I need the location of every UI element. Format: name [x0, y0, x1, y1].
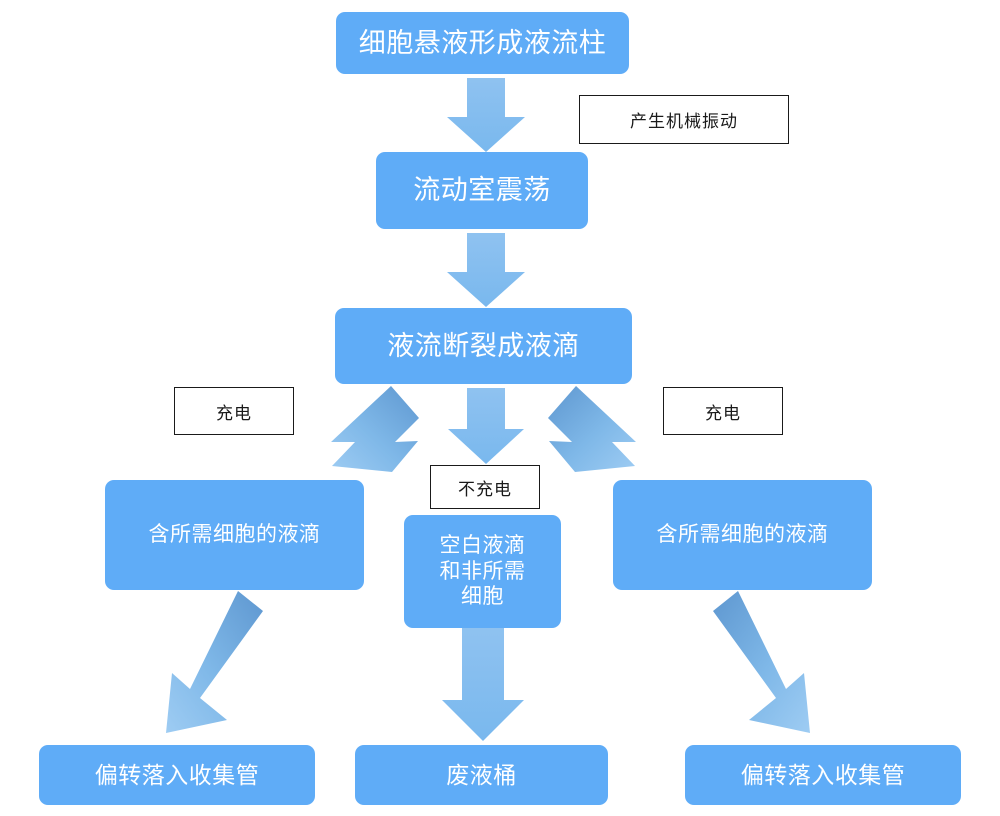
- node-droplet-with-target-cells-right[interactable]: 含所需细胞的液滴: [613, 480, 872, 590]
- arrow-n3-n6: [548, 386, 636, 472]
- label-charge-left[interactable]: 充电: [174, 387, 294, 435]
- arrow-n4-n7: [166, 591, 263, 733]
- node-blank-and-unwanted-cells[interactable]: 空白液滴 和非所需 细胞: [404, 515, 561, 628]
- arrow-n3-n5: [448, 388, 524, 464]
- label-mechanical-vibration[interactable]: 产生机械振动: [579, 95, 789, 144]
- node-stream-breaks-into-droplets[interactable]: 液流断裂成液滴: [335, 308, 632, 384]
- node-flow-cell-oscillation[interactable]: 流动室震荡: [376, 152, 588, 229]
- node-deflect-into-collection-tube-left[interactable]: 偏转落入收集管: [39, 745, 315, 805]
- node-deflect-into-collection-tube-right[interactable]: 偏转落入收集管: [685, 745, 961, 805]
- arrow-n5-n8: [442, 628, 524, 741]
- arrow-n1-n2: [447, 78, 525, 152]
- node-cell-suspension-stream[interactable]: 细胞悬液形成液流柱: [336, 12, 629, 74]
- arrow-n2-n3: [447, 233, 525, 307]
- arrow-n3-n4: [331, 386, 419, 472]
- node-droplet-with-target-cells-left[interactable]: 含所需细胞的液滴: [105, 480, 364, 590]
- arrow-n6-n9: [713, 591, 810, 733]
- label-charge-right[interactable]: 充电: [663, 387, 783, 435]
- label-no-charge[interactable]: 不充电: [430, 465, 540, 509]
- node-waste-container[interactable]: 废液桶: [355, 745, 608, 805]
